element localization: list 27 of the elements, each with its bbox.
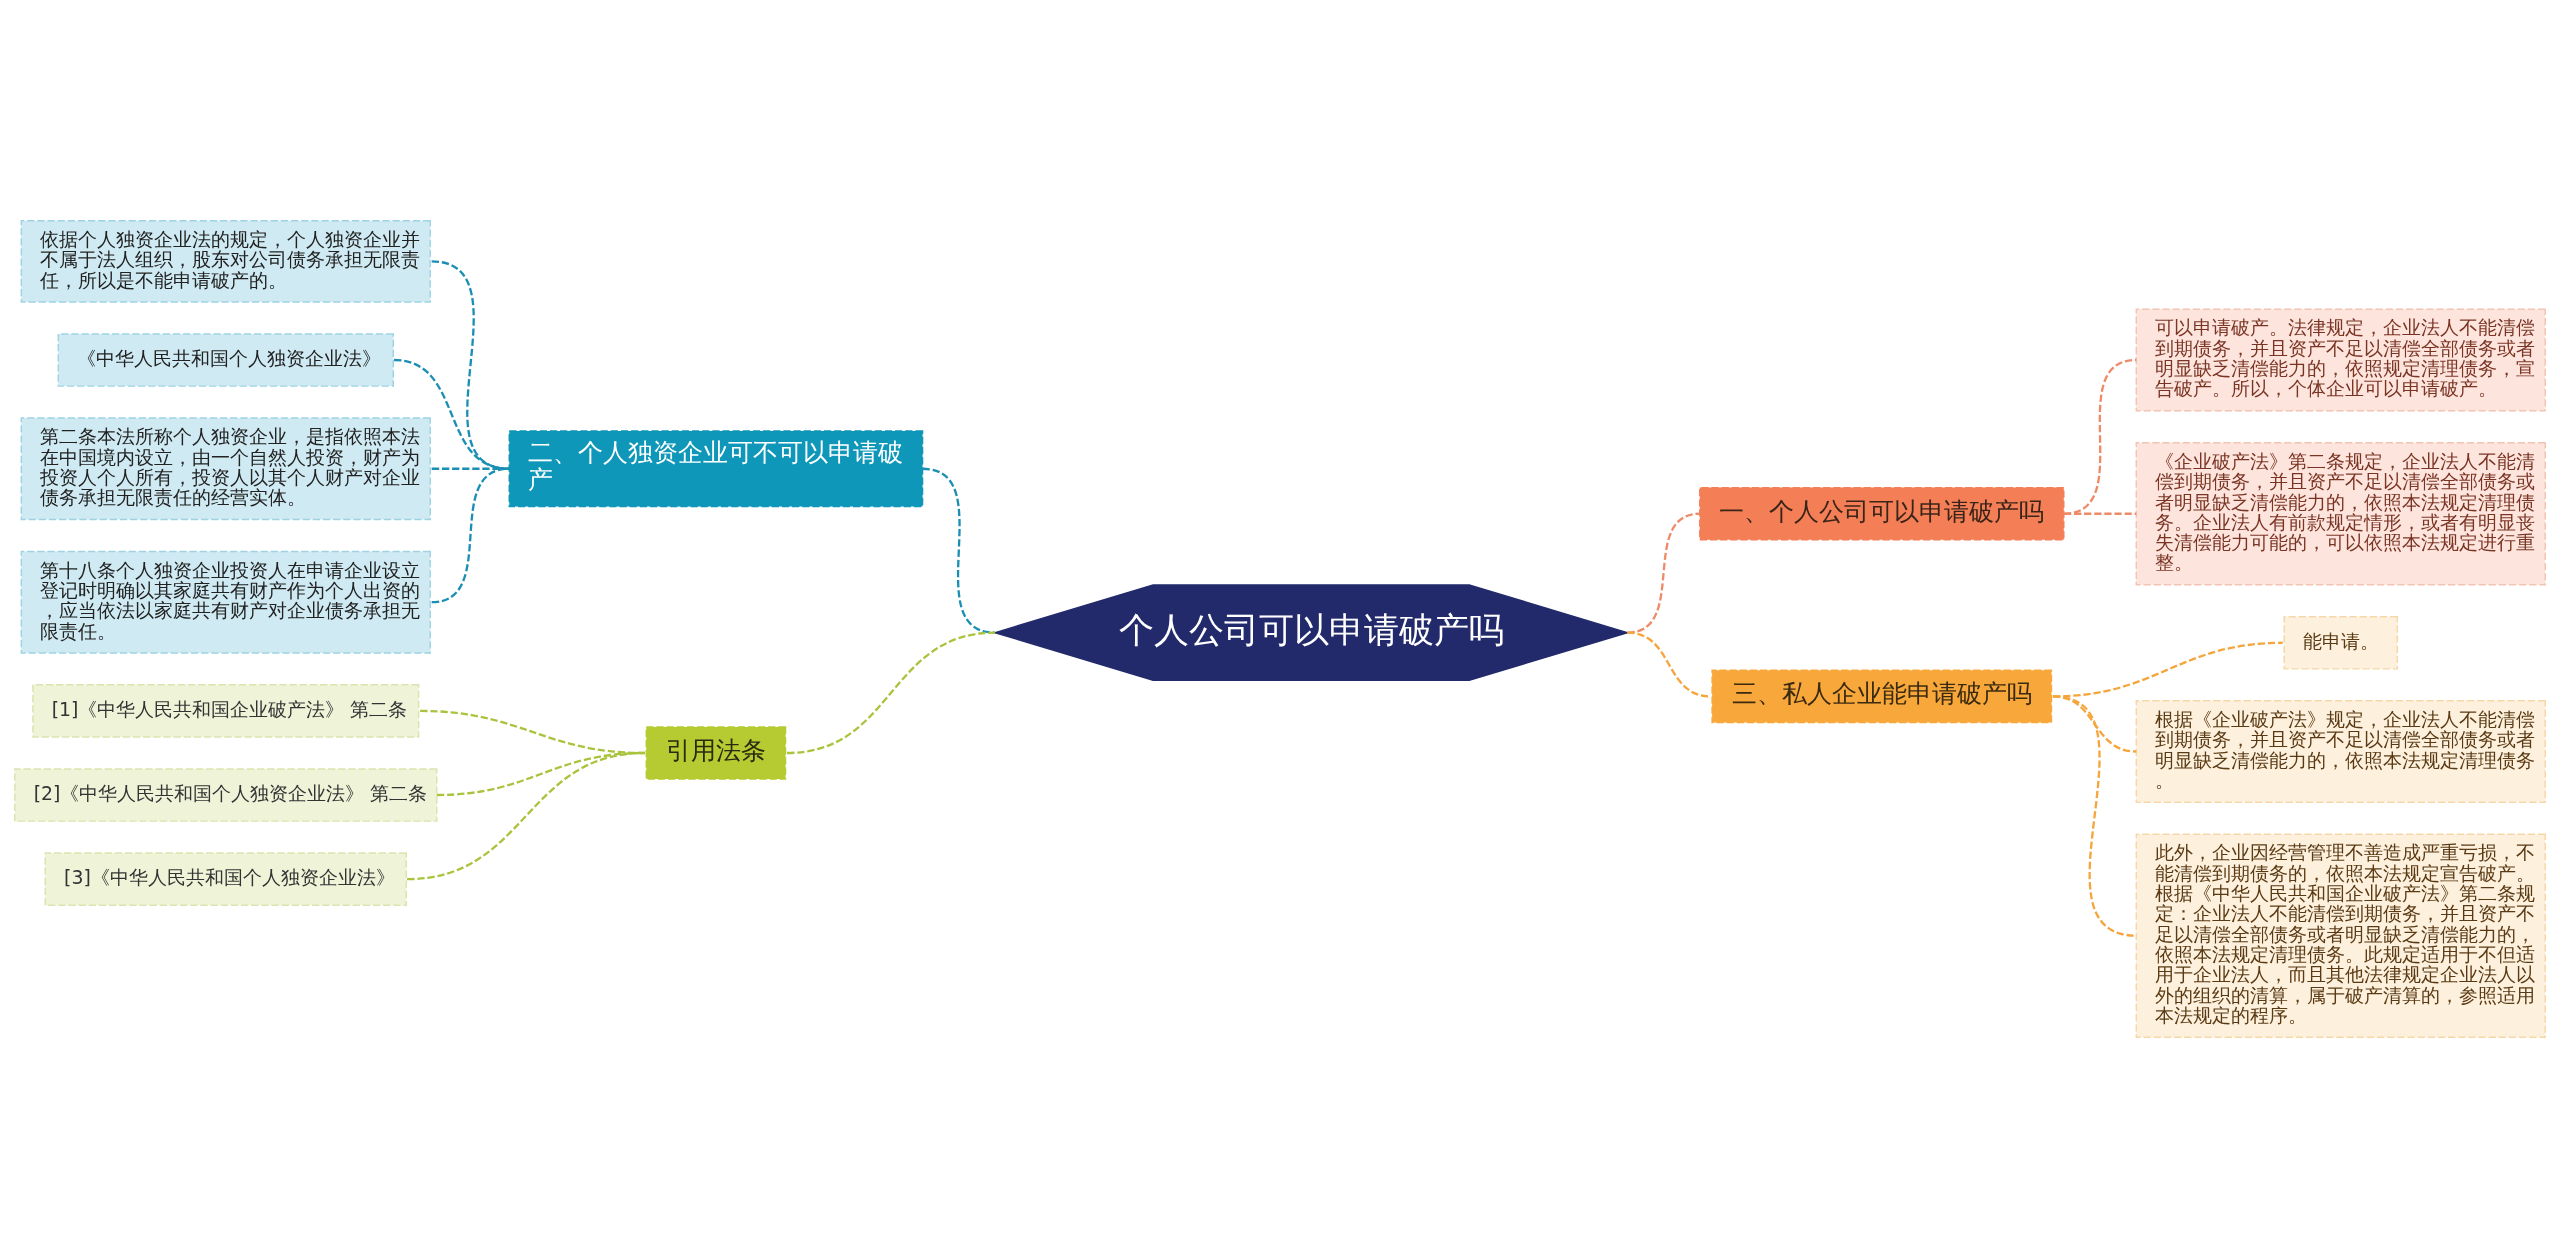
connector — [2052, 694, 2137, 937]
node-box: 《中华人民共和国个人独资企业法》 — [57, 332, 394, 387]
node-box: 第十八条个人独资企业投资人在申请企业设立登记时明确以其家庭共有财产作为个人出资的，应当依法以家庭共有财产对企业债务承担无限责任。 — [20, 550, 431, 654]
connector — [1627, 512, 1700, 634]
connector — [2063, 358, 2137, 515]
connector — [406, 751, 645, 880]
connector — [786, 630, 996, 754]
node-box: 根据《企业破产法》规定，企业法人不能清偿到期债务，并且资产不足以清偿全部债务或者明显缺乏清偿能力的，依照本法规定清理债务。 — [2135, 699, 2546, 803]
node-box: 此外，企业因经营管理不善造成严重亏损，不能清偿到期债务的，依照本法规定宣告破产。根据《中华人民共和国企业破产法》第二条规定：企业法人不能清偿到期债务，并且资产不足以清偿全部债务或者明显缺乏清偿能力的，依照本法规定清理债务。此规定适用于不但适用于企业法人，而且其他法律规定企业法人以外的组织的清算，属于破产清算的，参照适用本法规定的程序。 — [2135, 832, 2546, 1038]
node-box: [3]《中华人民共和国个人独资企业法》 — [44, 851, 408, 906]
node-box: 能申请。 — [2283, 615, 2399, 670]
node-box: 依据个人独资企业法的规定，个人独资企业并不属于法人组织，股东对公司债务承担无限责任，所以是不能申请破产的。 — [20, 219, 431, 303]
node-box: [2]《中华人民共和国个人独资企业法》 第二条 — [14, 767, 438, 822]
node-box: 引用法条 — [645, 725, 787, 780]
connector — [431, 467, 510, 470]
node-box: 第二条本法所称个人独资企业，是指依照本法在中国境内设立，由一个自然人投资，财产为投资人个人所有，投资人以其个人财产对企业债务承担无限责任的经营实体。 — [20, 416, 431, 520]
node-box: 二、个人独资企业可不可以申请破产 — [508, 429, 924, 507]
connector — [1627, 630, 1711, 698]
connector — [431, 259, 510, 470]
connector — [2063, 512, 2137, 515]
connector — [431, 467, 510, 603]
node-box: [1]《中华人民共和国企业破产法》 第二条 — [32, 683, 420, 738]
node-box: 《企业破产法》第二条规定，企业法人不能清偿到期债务，并且资产不足以清偿全部债务或者明显缺乏清偿能力的，依照本法规定清理债务。企业法人有前款规定情形，或者有明显丧失清偿能力可能的，可以依照本法规定进行重整。 — [2135, 441, 2546, 585]
node-box: 可以申请破产。法律规定，企业法人不能清偿到期债务，并且资产不足以清偿全部债务或者明显缺乏清偿能力的，依照规定清理债务，宣告破产。所以，个体企业可以申请破产。 — [2135, 308, 2546, 411]
node-box: 三、私人企业能申请破产吗 — [1711, 669, 2053, 723]
connector — [393, 358, 510, 470]
node-box: 一、个人公司可以申请破产吗 — [1699, 486, 2065, 541]
